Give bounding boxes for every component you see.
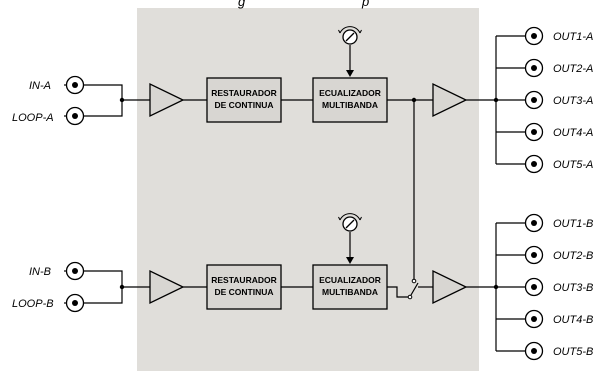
- bnc-connector-icon: [524, 90, 544, 110]
- ecualizador-label-line1: ECUALIZADOR: [319, 88, 381, 98]
- restaurador-label-line2: DE CONTINUA: [214, 100, 273, 110]
- output-label: OUT5-A: [553, 159, 593, 171]
- bnc-connector-icon: [524, 26, 544, 46]
- output-label: OUT3-A: [553, 95, 593, 107]
- junction-dot-icon: [119, 284, 125, 290]
- output-label: OUT3-B: [553, 282, 593, 294]
- title-fragment-glyph: g: [238, 0, 246, 9]
- bnc-connector-icon: [524, 277, 544, 297]
- amplifier-icon: [149, 82, 185, 118]
- input-label-in-a: IN-A: [29, 80, 51, 92]
- channel-b: IN-B LOOP-B RESTAURADOR DE CONTINUA ECUA…: [12, 213, 593, 361]
- restaurador-label-line1: RESTAURADOR: [211, 88, 276, 98]
- amplifier-icon: [432, 269, 468, 305]
- ecualizador-label-line2: MULTIBANDA: [322, 100, 378, 110]
- bnc-connector-icon: [524, 341, 544, 361]
- switch-contact: [411, 278, 417, 284]
- selector-switch: [410, 282, 419, 296]
- output-label: OUT4-A: [553, 127, 593, 139]
- output-label: OUT1-A: [553, 31, 593, 43]
- output-label: OUT1-B: [553, 218, 593, 230]
- output-label: OUT2-B: [553, 250, 593, 262]
- output-label: OUT5-B: [553, 346, 593, 358]
- ecualizador-block: [312, 264, 388, 310]
- bnc-connector-icon: [64, 106, 85, 126]
- bnc-connector-icon: [524, 122, 544, 142]
- output-label: OUT4-B: [553, 314, 593, 326]
- restaurador-label-line2: DE CONTINUA: [214, 287, 273, 297]
- switch-contact: [407, 294, 413, 300]
- bnc-connector-icon: [64, 261, 85, 281]
- input-label-in-b: IN-B: [29, 266, 51, 278]
- ecualizador-label-line1: ECUALIZADOR: [319, 275, 381, 285]
- restaurador-label-line1: RESTAURADOR: [211, 275, 276, 285]
- amplifier-icon: [149, 269, 185, 305]
- bnc-connector-icon: [524, 154, 544, 174]
- restaurador-block: [206, 264, 282, 310]
- ecualizador-label-line2: MULTIBANDA: [322, 287, 378, 297]
- junction-dot-icon: [119, 97, 125, 103]
- processing-panel: [137, 8, 479, 371]
- bnc-connector-icon: [64, 293, 85, 313]
- bnc-connector-icon: [524, 245, 544, 265]
- input-label-loop-a: LOOP-A: [12, 112, 54, 124]
- adjust-knob-icon: [338, 213, 362, 232]
- ecualizador-block: [312, 77, 388, 123]
- bnc-connector-icon: [64, 75, 85, 95]
- input-label-loop-b: LOOP-B: [12, 298, 54, 310]
- amplifier-icon: [432, 82, 468, 118]
- title-fragment-glyph: p: [361, 0, 369, 9]
- output-label: OUT2-A: [553, 63, 593, 75]
- bnc-connector-icon: [524, 213, 544, 233]
- bnc-connector-icon: [524, 58, 544, 78]
- bnc-connector-icon: [524, 309, 544, 329]
- channel-a: IN-A LOOP-A RESTAURADOR DE CONTINUA ECUA…: [12, 26, 593, 174]
- adjust-knob-icon: [338, 26, 362, 45]
